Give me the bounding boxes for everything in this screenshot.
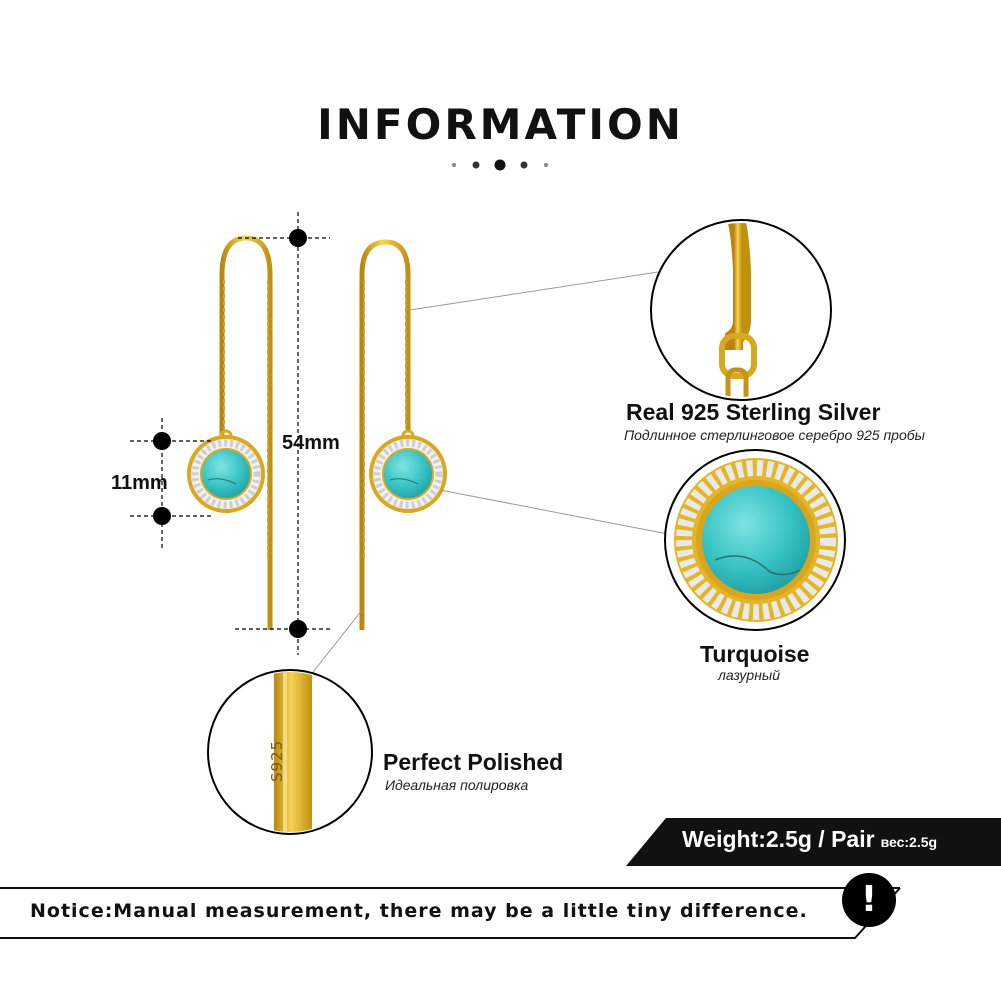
- length-label: 54mm: [282, 432, 340, 454]
- dimension-guides: [130, 212, 330, 655]
- exclamation-icon: !: [842, 873, 896, 927]
- finish-title: Perfect Polished: [383, 749, 564, 775]
- page-title: INFORMATION: [317, 100, 684, 149]
- weight-value: Weight:2.5g / Pair: [682, 826, 875, 852]
- notice-text: Notice:Manual measurement, there may be …: [30, 900, 808, 922]
- stone-subtitle: лазурный: [718, 667, 780, 683]
- weight-sub-value: вес:2.5g: [880, 834, 938, 850]
- zoom-stem-detail: [207, 669, 373, 835]
- stone-title: Turquoise: [700, 641, 810, 667]
- title-divider-dots: [452, 159, 548, 171]
- material-title: Real 925 Sterling Silver: [626, 399, 881, 425]
- material-subtitle: Подлинное стерлинговое серебро 925 пробы: [624, 427, 925, 443]
- zoom-hook-detail: [650, 219, 832, 401]
- zoom-stone-detail: [664, 449, 846, 631]
- stamp-text: S925: [268, 739, 286, 782]
- finish-subtitle: Идеальная полировка: [385, 777, 529, 793]
- weight-label: Weight:2.5g / Pair вес:2.5g: [682, 826, 937, 853]
- earring-right: [359, 239, 447, 630]
- width-label: 11mm: [111, 472, 168, 494]
- earring-left: [187, 235, 273, 630]
- weight-banner: [626, 818, 1001, 866]
